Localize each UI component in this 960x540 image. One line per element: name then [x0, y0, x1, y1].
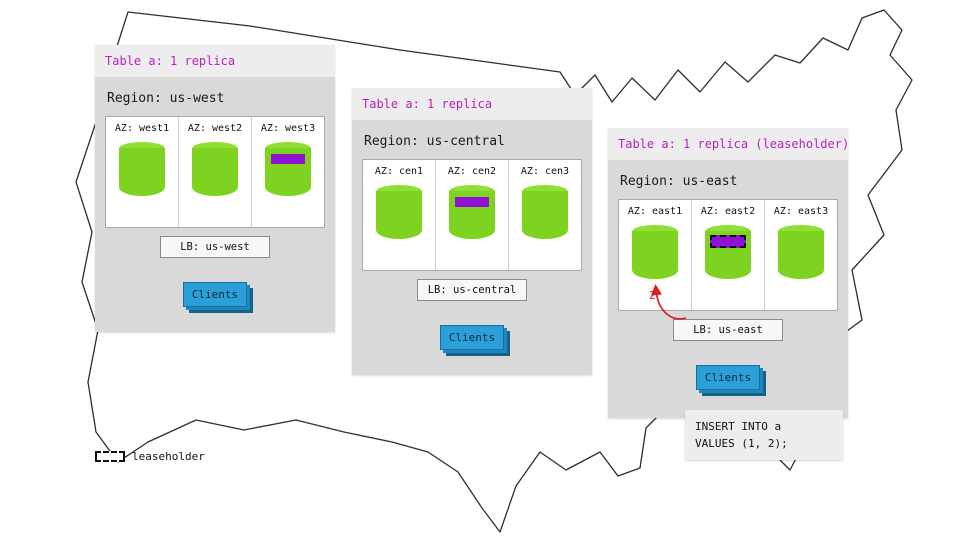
region-title: Region: us-east: [620, 174, 738, 189]
cylinder-body: [376, 191, 422, 239]
replica-cylinder: [376, 185, 422, 243]
az-cell: AZ: cen2: [436, 160, 509, 270]
az-label: AZ: east1: [627, 206, 683, 217]
az-label: AZ: east2: [700, 206, 756, 217]
clients-box: Clients: [696, 365, 760, 390]
az-group: AZ: west1 AZ: west2 AZ: west3: [105, 116, 325, 228]
load-balancer-box: LB: us-east: [673, 319, 783, 341]
replica-marker: [271, 154, 305, 164]
region-title: Region: us-west: [107, 91, 225, 106]
cylinder-body: [632, 231, 678, 279]
az-cell: AZ: cen1: [363, 160, 436, 270]
write-arrow: [650, 283, 687, 320]
az-label: AZ: cen1: [374, 166, 424, 177]
replica-cylinder: [705, 225, 751, 283]
az-group: AZ: cen1 AZ: cen2 AZ: cen3: [362, 159, 582, 271]
az-label: AZ: cen2: [447, 166, 497, 177]
region-panel-us-west: Table a: 1 replica Region: us-west AZ: w…: [95, 45, 335, 332]
az-cell: AZ: west3: [252, 117, 324, 227]
sql-statement-box: INSERT INTO a VALUES (1, 2);: [685, 410, 843, 461]
legend-label: leaseholder: [132, 450, 205, 463]
region-panel-us-central: Table a: 1 replica Region: us-central AZ…: [352, 88, 592, 375]
cylinder-body: [522, 191, 568, 239]
replica-cylinder: [778, 225, 824, 283]
replica-cylinder: [119, 142, 165, 200]
table-replica-label: Table a: 1 replica: [95, 45, 335, 77]
replica-cylinder: [192, 142, 238, 200]
az-cell: AZ: east2: [692, 200, 765, 310]
replica-cylinder: [522, 185, 568, 243]
leaseholder-marker: [710, 235, 746, 248]
leaseholder-swatch-icon: [95, 451, 125, 462]
cylinder-body: [778, 231, 824, 279]
sql-line: VALUES (1, 2);: [695, 437, 788, 451]
replica-marker: [455, 197, 489, 207]
az-cell: AZ: cen3: [509, 160, 581, 270]
clients-box: Clients: [183, 282, 247, 307]
replica-cylinder: [265, 142, 311, 200]
replica-cylinder: [449, 185, 495, 243]
clients-box: Clients: [440, 325, 504, 350]
az-cell: AZ: east3: [765, 200, 837, 310]
az-label: AZ: cen3: [520, 166, 570, 177]
cylinder-body: [119, 148, 165, 196]
az-cell: AZ: west2: [179, 117, 252, 227]
load-balancer-box: LB: us-central: [417, 279, 527, 301]
az-label: AZ: east3: [773, 206, 829, 217]
replica-cylinder: [632, 225, 678, 283]
table-replica-leaseholder-label: Table a: 1 replica (leaseholder): [608, 128, 848, 160]
az-label: AZ: west1: [114, 123, 170, 134]
sql-line: INSERT INTO a: [695, 420, 782, 433]
az-group: AZ: east1 AZ: east2 AZ: east3: [618, 199, 838, 311]
az-label: AZ: west2: [187, 123, 243, 134]
write-value-annotation: 2: [649, 289, 656, 302]
table-replica-label: Table a: 1 replica: [352, 88, 592, 120]
region-title: Region: us-central: [364, 134, 505, 149]
az-cell: AZ: west1: [106, 117, 179, 227]
az-cell: AZ: east1: [619, 200, 692, 310]
region-panel-us-east: Table a: 1 replica (leaseholder) Region:…: [608, 128, 848, 418]
legend: leaseholder: [95, 450, 205, 463]
load-balancer-box: LB: us-west: [160, 236, 270, 258]
cylinder-body: [192, 148, 238, 196]
az-label: AZ: west3: [260, 123, 316, 134]
